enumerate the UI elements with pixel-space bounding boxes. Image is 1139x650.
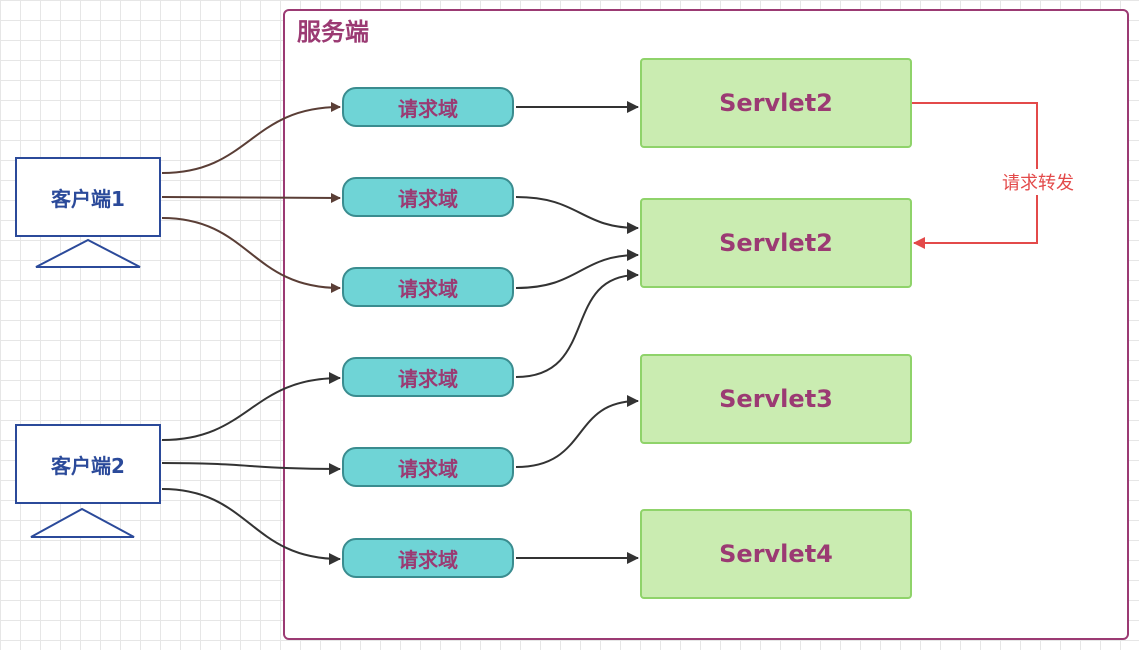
arrow-scope2-servlet2b bbox=[515, 196, 639, 234]
server-title: 服务端 bbox=[297, 18, 369, 46]
request-scope-1: 请求域 bbox=[342, 87, 514, 127]
arrow-scope3-servlet2b bbox=[515, 249, 639, 289]
servlet-box-1: Servlet2 bbox=[640, 58, 912, 148]
request-scope-3: 请求域 bbox=[342, 267, 514, 307]
servlet-box-2: Servlet2 bbox=[640, 198, 912, 288]
request-scope-4: 请求域 bbox=[342, 357, 514, 397]
arrow-scope4-servlet2b bbox=[515, 269, 639, 378]
client-1-monitor-stand-icon bbox=[35, 238, 141, 268]
arrow-client2-scope6 bbox=[161, 488, 341, 565]
client-1-monitor: 客户端1 bbox=[15, 157, 161, 237]
servlet-box-3: Servlet3 bbox=[640, 354, 912, 444]
arrow-client1-scope2 bbox=[161, 192, 341, 203]
client-2-monitor: 客户端2 bbox=[15, 424, 161, 504]
request-scope-6: 请求域 bbox=[342, 538, 514, 578]
arrow-client2-scope4 bbox=[161, 372, 341, 441]
arrow-client1-scope1 bbox=[161, 102, 341, 174]
servlet-box-4: Servlet4 bbox=[640, 509, 912, 599]
client-2-monitor-stand-icon bbox=[30, 507, 135, 538]
arrow-client2-scope5 bbox=[161, 462, 341, 475]
arrow-scope5-servlet3 bbox=[515, 395, 639, 468]
arrow-client1-scope3 bbox=[161, 217, 341, 293]
request-forward-label: 请求转发 bbox=[998, 169, 1078, 195]
request-scope-5: 请求域 bbox=[342, 447, 514, 487]
request-scope-2: 请求域 bbox=[342, 177, 514, 217]
